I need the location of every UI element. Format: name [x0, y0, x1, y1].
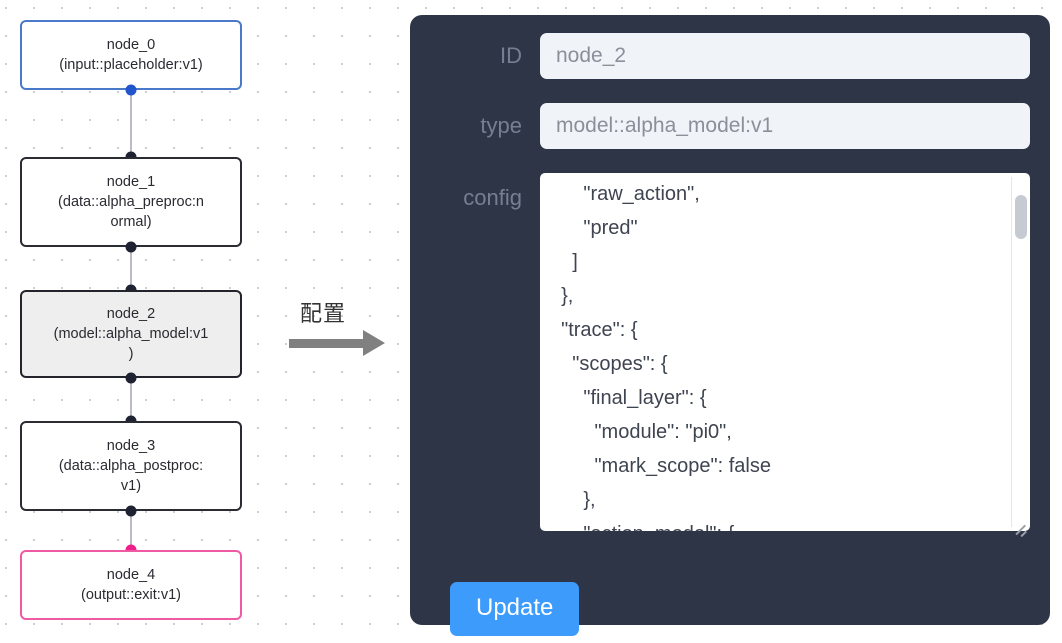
transition-annotation: 配置: [286, 296, 396, 366]
field-row-config: config "raw_action", "pred" ] }, "trace"…: [430, 173, 1030, 536]
id-label: ID: [500, 43, 522, 68]
config-textarea-wrapper: "raw_action", "pred" ] }, "trace": { "sc…: [540, 173, 1030, 536]
type-label: type: [480, 113, 522, 138]
graph-node-node_2[interactable]: node_2 (model::alpha_model:v1 ): [20, 290, 242, 378]
update-button[interactable]: Update: [450, 582, 580, 636]
transition-label: 配置: [300, 301, 347, 326]
graph-node-label: node_2 (model::alpha_model:v1 ): [53, 306, 209, 362]
graph-canvas[interactable]: node_0 (input::placeholder:v1) node_1 (d…: [0, 0, 400, 643]
graph-node-node_3[interactable]: node_3 (data::alpha_postproc: v1): [20, 421, 242, 511]
id-input[interactable]: [540, 33, 1030, 79]
graph-node-label: node_3 (data::alpha_postproc: v1): [58, 438, 204, 494]
edge-node1-node2: [130, 247, 132, 291]
arrow-icon: [289, 339, 367, 348]
edge-node3-node4: [130, 510, 132, 550]
field-row-type: type: [430, 103, 1030, 149]
edge-node0-node1: [130, 90, 132, 160]
graph-node-label: node_4 (output::exit:v1): [81, 567, 181, 603]
graph-node-node_1[interactable]: node_1 (data::alpha_preproc:n ormal): [20, 157, 242, 247]
graph-node-label: node_0 (input::placeholder:v1): [59, 37, 203, 73]
config-label: config: [463, 185, 522, 210]
port-node_3-out[interactable]: [125, 505, 137, 517]
edge-node2-node3: [130, 378, 132, 422]
port-node_2-out[interactable]: [125, 372, 137, 384]
port-node_0-out[interactable]: [125, 84, 137, 96]
graph-node-node_4[interactable]: node_4 (output::exit:v1): [20, 550, 242, 620]
graph-node-node_0[interactable]: node_0 (input::placeholder:v1): [20, 20, 242, 90]
graph-node-label: node_1 (data::alpha_preproc:n ormal): [58, 174, 204, 230]
port-node_1-out[interactable]: [125, 241, 137, 253]
type-input[interactable]: [540, 103, 1030, 149]
field-row-id: ID: [430, 33, 1030, 79]
node-config-panel: ID type config "raw_action", "pred" ] },…: [410, 15, 1050, 636]
arrow-head-icon: [363, 330, 385, 356]
config-textarea[interactable]: "raw_action", "pred" ] }, "trace": { "sc…: [540, 173, 1030, 531]
